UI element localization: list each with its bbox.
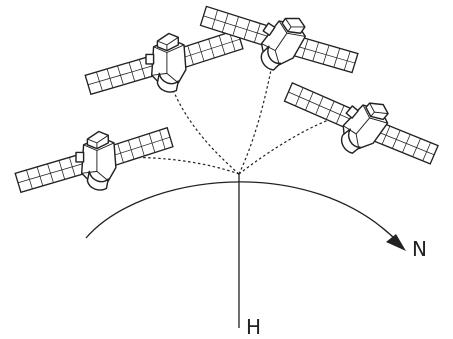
satellite-1 bbox=[84, 28, 244, 96]
vertical-label: H bbox=[246, 315, 261, 339]
signal-lines bbox=[119, 64, 341, 175]
horizon-arc bbox=[85, 181, 406, 251]
satellite-3 bbox=[279, 47, 444, 200]
arrow-head-icon bbox=[386, 234, 406, 251]
direction-label: N bbox=[412, 237, 427, 261]
satellite-4 bbox=[14, 126, 174, 194]
